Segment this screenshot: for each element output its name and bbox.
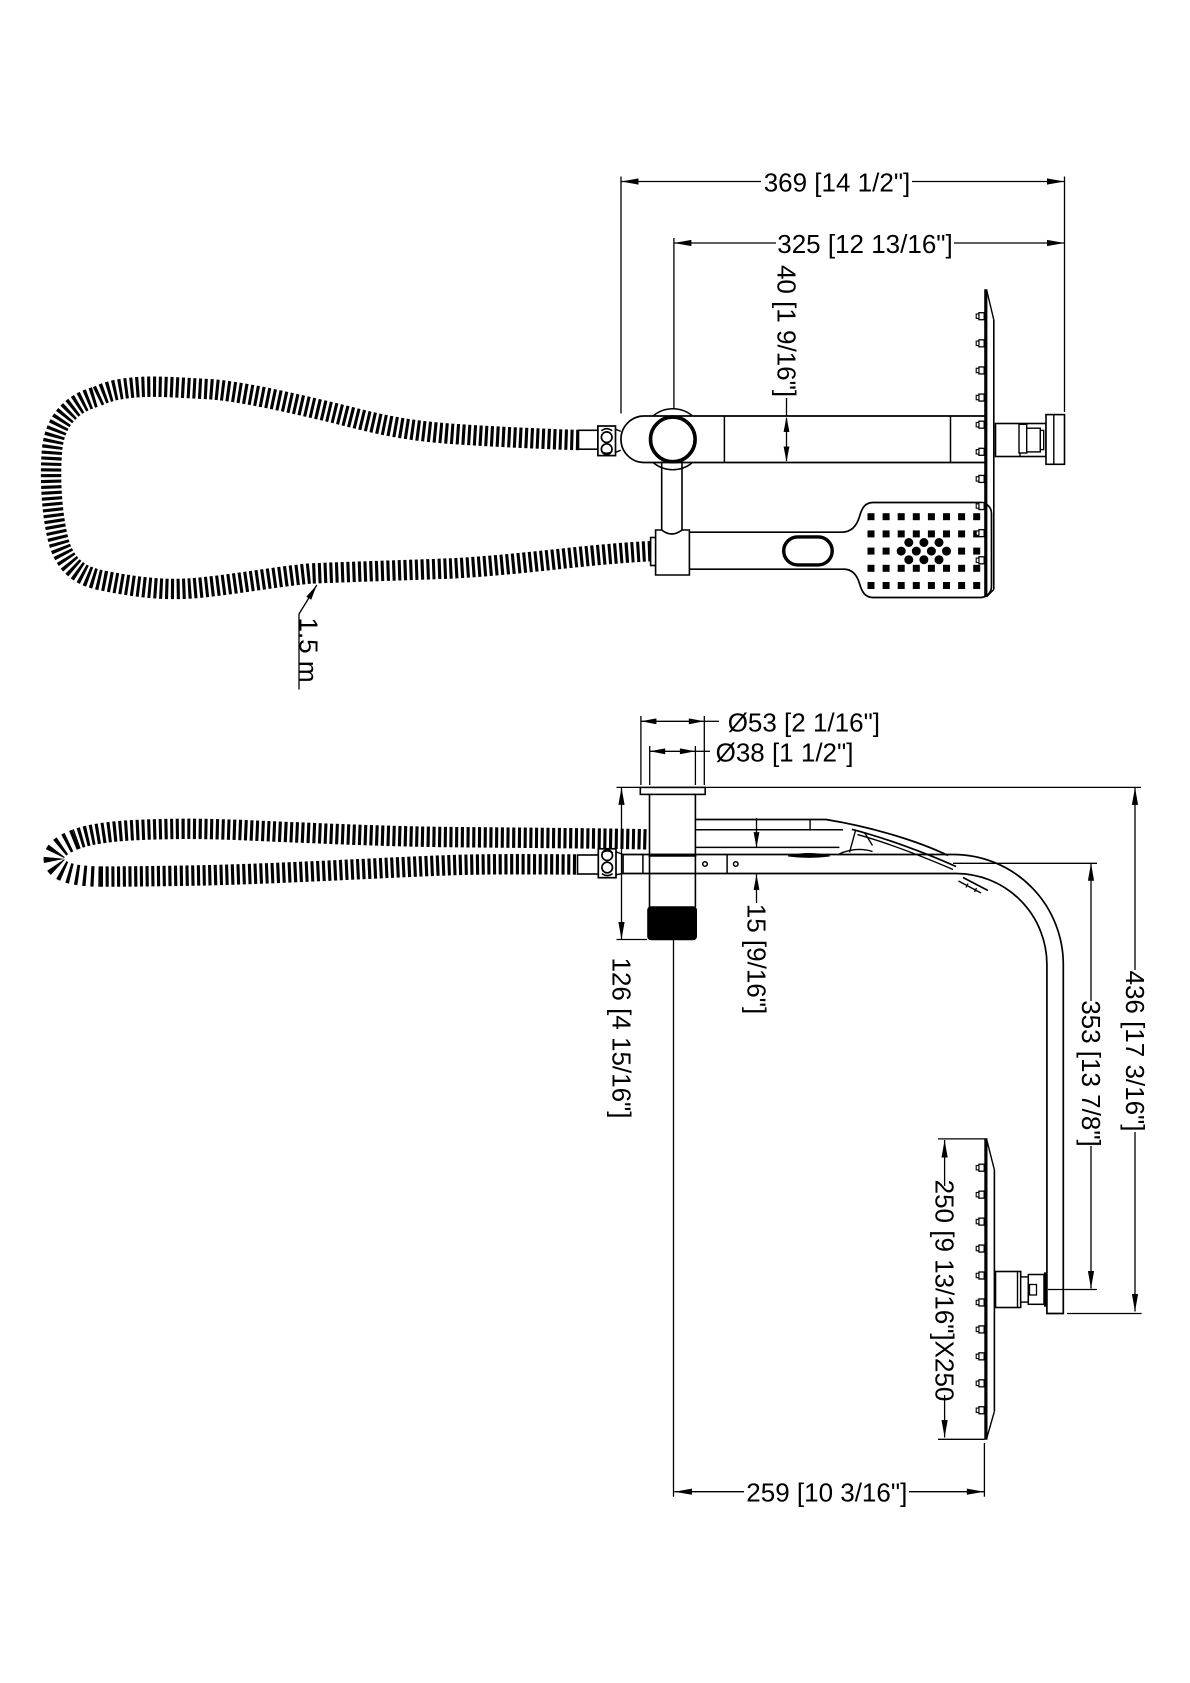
svg-text:259 [10 3/16"]: 259 [10 3/16"] xyxy=(746,1478,907,1508)
svg-text:15 [9/16"]: 15 [9/16"] xyxy=(742,904,772,1014)
svg-text:436 [17 3/16"]: 436 [17 3/16"] xyxy=(1120,970,1150,1131)
svg-text:126 [4 15/16"]: 126 [4 15/16"] xyxy=(607,957,637,1118)
svg-text:325 [12 13/16"]: 325 [12 13/16"] xyxy=(777,229,953,259)
svg-text:369 [14 1/2"]: 369 [14 1/2"] xyxy=(764,168,911,198)
svg-text:1.5 m: 1.5 m xyxy=(294,617,324,682)
svg-text:250 [9 13/16"]X250: 250 [9 13/16"]X250 xyxy=(930,1180,960,1402)
svg-text:353 [13 7/8"]: 353 [13 7/8"] xyxy=(1076,1000,1106,1147)
svg-text:40 [1 9/16"]: 40 [1 9/16"] xyxy=(772,265,802,397)
svg-text:Ø38 [1 1/2"]: Ø38 [1 1/2"] xyxy=(716,737,854,767)
svg-text:Ø53 [2 1/16"]: Ø53 [2 1/16"] xyxy=(728,707,880,737)
